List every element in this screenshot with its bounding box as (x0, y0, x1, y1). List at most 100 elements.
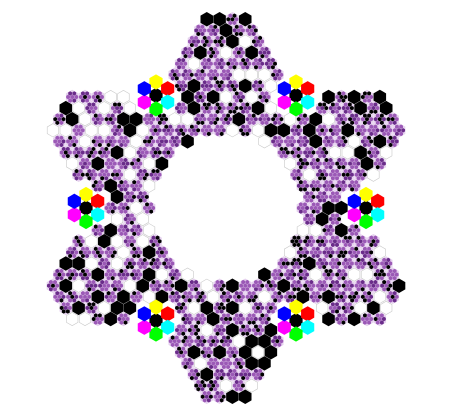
purple-subcell[interactable] (275, 117, 280, 122)
purple-subcell[interactable] (87, 146, 92, 152)
rosette-petal[interactable] (347, 207, 361, 223)
purple-subcell[interactable] (371, 239, 376, 244)
purple-subcell[interactable] (57, 294, 62, 299)
purple-subcell[interactable] (333, 283, 337, 288)
black-tile[interactable] (117, 111, 130, 127)
empty-tile[interactable] (78, 112, 92, 127)
purple-subcell[interactable] (78, 176, 83, 181)
purple-subcell[interactable] (110, 202, 115, 207)
purple-subcell[interactable] (258, 117, 263, 122)
purple-subcell[interactable] (256, 283, 260, 288)
purple-subcell[interactable] (149, 261, 154, 266)
purple-subcell[interactable] (138, 168, 143, 174)
rosette-petal[interactable] (301, 319, 315, 335)
black-tile[interactable] (155, 156, 169, 171)
purple-subcell[interactable] (217, 305, 222, 311)
purple-subcell[interactable] (222, 320, 226, 325)
purple-subcell[interactable] (347, 279, 352, 285)
purple-subcell[interactable] (110, 291, 115, 296)
purple-subcell[interactable] (200, 91, 205, 96)
purple-subcell[interactable] (260, 46, 265, 52)
purple-subcell[interactable] (91, 146, 96, 152)
purple-subcell[interactable] (117, 131, 122, 137)
purple-subcell[interactable] (93, 246, 98, 252)
purple-subcell[interactable] (157, 261, 162, 266)
purple-subcell[interactable] (322, 168, 327, 174)
purple-subcell[interactable] (100, 153, 105, 159)
purple-subcell[interactable] (68, 253, 73, 259)
purple-subcell[interactable] (112, 294, 117, 299)
purple-subcell[interactable] (219, 302, 224, 307)
purple-subcell[interactable] (296, 124, 301, 129)
purple-subcell[interactable] (298, 246, 303, 252)
purple-subcell[interactable] (360, 264, 365, 270)
purple-subcell[interactable] (360, 257, 365, 263)
purple-subcell[interactable] (234, 357, 239, 363)
purple-subcell[interactable] (230, 17, 235, 22)
purple-subcell[interactable] (348, 250, 352, 255)
purple-subcell[interactable] (379, 164, 384, 170)
purple-subcell[interactable] (335, 117, 340, 122)
rosette-center[interactable] (149, 312, 163, 329)
purple-subcell[interactable] (228, 353, 233, 359)
purple-subcell[interactable] (87, 279, 92, 285)
purple-subcell[interactable] (373, 161, 378, 166)
purple-subcell[interactable] (194, 117, 199, 122)
purple-subcell[interactable] (215, 361, 220, 366)
purple-subcell[interactable] (89, 172, 94, 177)
purple-subcell[interactable] (238, 320, 243, 325)
purple-subcell[interactable] (155, 124, 160, 129)
purple-subcell[interactable] (335, 316, 340, 322)
purple-subcell[interactable] (256, 83, 260, 89)
purple-subcell[interactable] (292, 257, 297, 263)
purple-subcell[interactable] (395, 131, 399, 137)
purple-subcell[interactable] (254, 302, 258, 307)
purple-subcell[interactable] (251, 313, 256, 318)
purple-subcell[interactable] (388, 298, 393, 303)
purple-subcell[interactable] (322, 102, 327, 107)
purple-subcell[interactable] (251, 320, 256, 325)
purple-subcell[interactable] (138, 272, 143, 277)
purple-subcell[interactable] (241, 287, 246, 292)
purple-subcell[interactable] (260, 305, 265, 311)
purple-subcell[interactable] (232, 13, 237, 18)
purple-subcell[interactable] (384, 261, 389, 266)
rosette-petal[interactable] (137, 94, 151, 110)
purple-subcell[interactable] (217, 61, 222, 66)
purple-subcell[interactable] (78, 242, 83, 248)
empty-tile[interactable] (341, 145, 354, 160)
purple-subcell[interactable] (322, 242, 327, 248)
purple-subcell[interactable] (215, 35, 220, 41)
purple-subcell[interactable] (343, 264, 348, 270)
empty-tile[interactable] (143, 223, 156, 238)
purple-subcell[interactable] (365, 117, 369, 122)
purple-subcell[interactable] (273, 135, 278, 141)
purple-subcell[interactable] (164, 146, 169, 152)
empty-tile[interactable] (123, 278, 136, 293)
purple-subcell[interactable] (303, 135, 307, 141)
purple-subcell[interactable] (76, 150, 81, 155)
purple-subcell[interactable] (221, 394, 226, 399)
purple-subcell[interactable] (202, 80, 207, 85)
empty-tile[interactable] (367, 167, 380, 182)
black-tile[interactable] (309, 134, 322, 149)
purple-subcell[interactable] (144, 150, 149, 155)
purple-subcell[interactable] (373, 146, 378, 152)
purple-subcell[interactable] (149, 209, 154, 214)
purple-subcell[interactable] (213, 39, 218, 44)
purple-subcell[interactable] (341, 157, 346, 163)
purple-subcell[interactable] (345, 305, 350, 311)
purple-subcell[interactable] (273, 142, 278, 148)
purple-subcell[interactable] (256, 39, 260, 44)
purple-subcell[interactable] (337, 320, 342, 325)
empty-tile[interactable] (130, 134, 143, 149)
purple-subcell[interactable] (341, 320, 346, 325)
purple-subcell[interactable] (117, 124, 122, 129)
purple-subcell[interactable] (138, 294, 143, 299)
purple-subcell[interactable] (194, 72, 199, 77)
purple-subcell[interactable] (354, 231, 359, 236)
purple-subcell[interactable] (369, 257, 374, 263)
purple-subcell[interactable] (219, 57, 224, 63)
purple-subcell[interactable] (337, 298, 342, 303)
purple-subcell[interactable] (360, 176, 365, 181)
